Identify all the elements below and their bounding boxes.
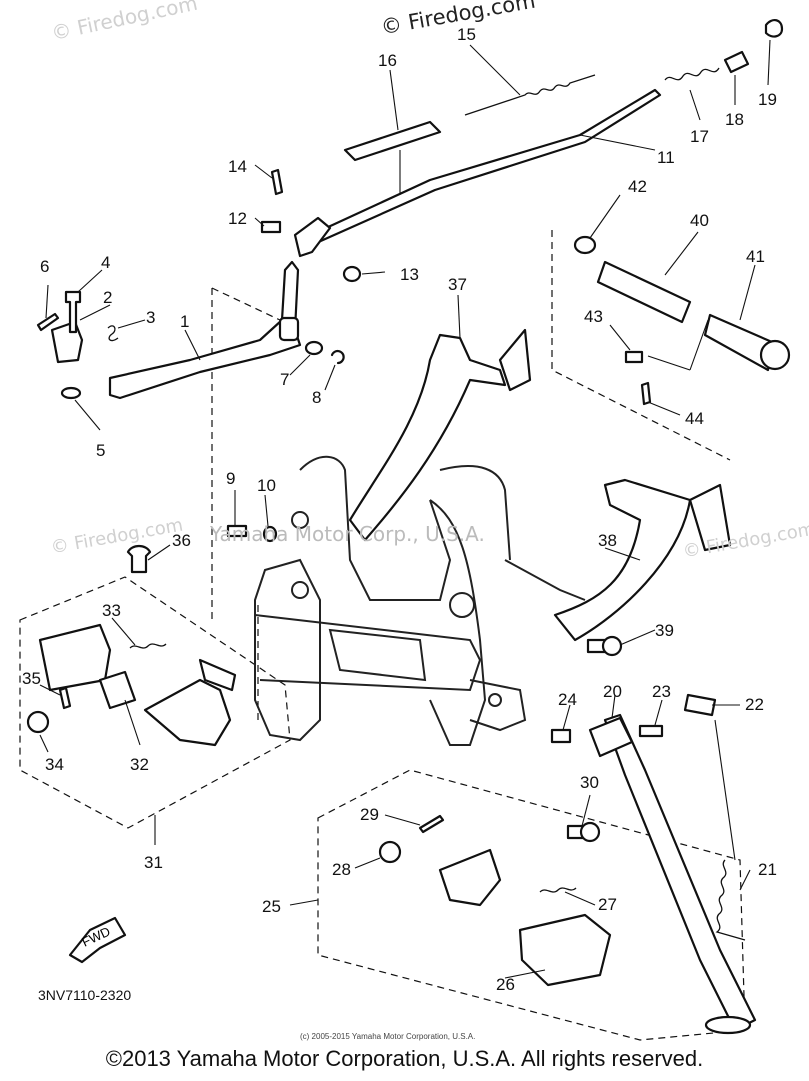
- spring-27: [539, 887, 577, 893]
- callout-26: 26: [496, 975, 515, 994]
- callout-42: 42: [628, 177, 647, 196]
- callout-12: 12: [228, 209, 247, 228]
- pin-34: [26, 710, 50, 734]
- callout-16: 16: [378, 51, 397, 70]
- washer-10: [262, 525, 278, 543]
- callout-29: 29: [360, 805, 379, 824]
- callout-24: 24: [558, 690, 577, 709]
- spring-33: [129, 643, 167, 649]
- callout-1: 1: [180, 312, 189, 331]
- callout-11: 11: [657, 148, 675, 167]
- cotter-pin-35: [58, 686, 72, 710]
- stand-bracket-20: [588, 716, 634, 758]
- washer-7: [304, 340, 324, 356]
- callout-6: 6: [40, 257, 49, 276]
- pin-6: [36, 312, 60, 332]
- callout-41: 41: [746, 247, 765, 266]
- callout-31: 31: [144, 853, 163, 872]
- pedal-tip-2: [50, 320, 84, 364]
- callout-19: 19: [758, 90, 777, 109]
- stand-spring-21: [715, 859, 746, 941]
- cotter-pin-29: [418, 814, 445, 834]
- copyright-main: ©2013 Yamaha Motor Corporation, U.S.A. A…: [105, 1046, 704, 1071]
- callout-32: 32: [130, 755, 149, 774]
- callout-21: 21: [758, 860, 777, 879]
- bolt-9: [226, 524, 248, 538]
- callout-30: 30: [580, 773, 599, 792]
- spring-3: [107, 325, 119, 342]
- callout-23: 23: [652, 682, 671, 701]
- callout-27: 27: [598, 895, 617, 914]
- callout-43: 43: [584, 307, 603, 326]
- bracket-38: [553, 478, 692, 642]
- bracket-25: [438, 848, 502, 907]
- cotter-pin-44: [640, 381, 652, 406]
- cotter-pin-14: [270, 168, 284, 196]
- nut-24: [550, 728, 572, 744]
- diagram-code: 3NV7110-2320: [38, 987, 131, 1003]
- callout-39: 39: [655, 621, 674, 640]
- callout-8: 8: [312, 388, 321, 407]
- callout-34: 34: [45, 755, 64, 774]
- fwd-arrow: FWD: [68, 916, 127, 964]
- callout-7: 7: [280, 370, 289, 389]
- bolt-4: [64, 290, 82, 334]
- pin-12: [260, 220, 282, 234]
- callout-18: 18: [725, 110, 744, 129]
- callout-15: 15: [457, 25, 476, 44]
- callout-4: 4: [101, 253, 110, 272]
- clip-8: [330, 349, 345, 365]
- callout-44: 44: [685, 409, 704, 428]
- callout-33: 33: [102, 601, 121, 620]
- washer-42: [573, 235, 597, 255]
- callout-28: 28: [332, 860, 351, 879]
- callout-37: 37: [448, 275, 467, 294]
- motorcycle-frame: [254, 455, 586, 746]
- stand-bolt-23: [638, 724, 664, 738]
- callout-36: 36: [172, 531, 191, 550]
- brake-rod-11: [298, 88, 662, 250]
- bracket-31-mount: [143, 678, 232, 747]
- callout-22: 22: [745, 695, 764, 714]
- brake-pedal: [108, 260, 302, 400]
- shaft-41: [703, 313, 774, 372]
- callout-10: 10: [257, 476, 276, 495]
- footrest-32: [38, 623, 112, 692]
- callout-2: 2: [103, 288, 112, 307]
- spring-15: [464, 74, 596, 116]
- stand-hook-22: [683, 693, 717, 717]
- spring-17: [664, 67, 720, 81]
- footrest-rubber-40: [596, 260, 692, 324]
- collar-18: [723, 50, 750, 74]
- footrest-26: [518, 913, 612, 987]
- bracket-37: [348, 333, 507, 542]
- callout-38: 38: [598, 531, 617, 550]
- callout-5: 5: [96, 441, 105, 460]
- callout-17: 17: [690, 127, 709, 146]
- callout-40: 40: [690, 211, 709, 230]
- callout-9: 9: [226, 469, 235, 488]
- callout-25: 25: [262, 897, 281, 916]
- sleeve-16: [343, 120, 442, 162]
- callout-35: 35: [22, 669, 41, 688]
- watermark-center: Yamaha Motor Corp., U.S.A.: [210, 522, 485, 546]
- pin-43: [624, 350, 644, 364]
- callout-numbers: 1 2 3 4 5 6 7 8 9 10 11 12 13 14 15 16 1…: [22, 25, 777, 1003]
- leader-lines: [39, 39, 771, 979]
- side-stand: [603, 713, 757, 1032]
- washer-5: [60, 386, 82, 400]
- callout-14: 14: [228, 157, 247, 176]
- washer-13: [342, 265, 362, 283]
- callout-20: 20: [603, 682, 622, 701]
- bolt-36: [126, 544, 152, 574]
- callout-13: 13: [400, 265, 419, 284]
- callout-3: 3: [146, 308, 155, 327]
- footrest-group-frame-31: [19, 576, 291, 829]
- pin-28: [378, 840, 402, 864]
- copyright-small: (c) 2005-2015 Yamaha Motor Corporation, …: [300, 1032, 476, 1041]
- cap-19: [764, 19, 784, 38]
